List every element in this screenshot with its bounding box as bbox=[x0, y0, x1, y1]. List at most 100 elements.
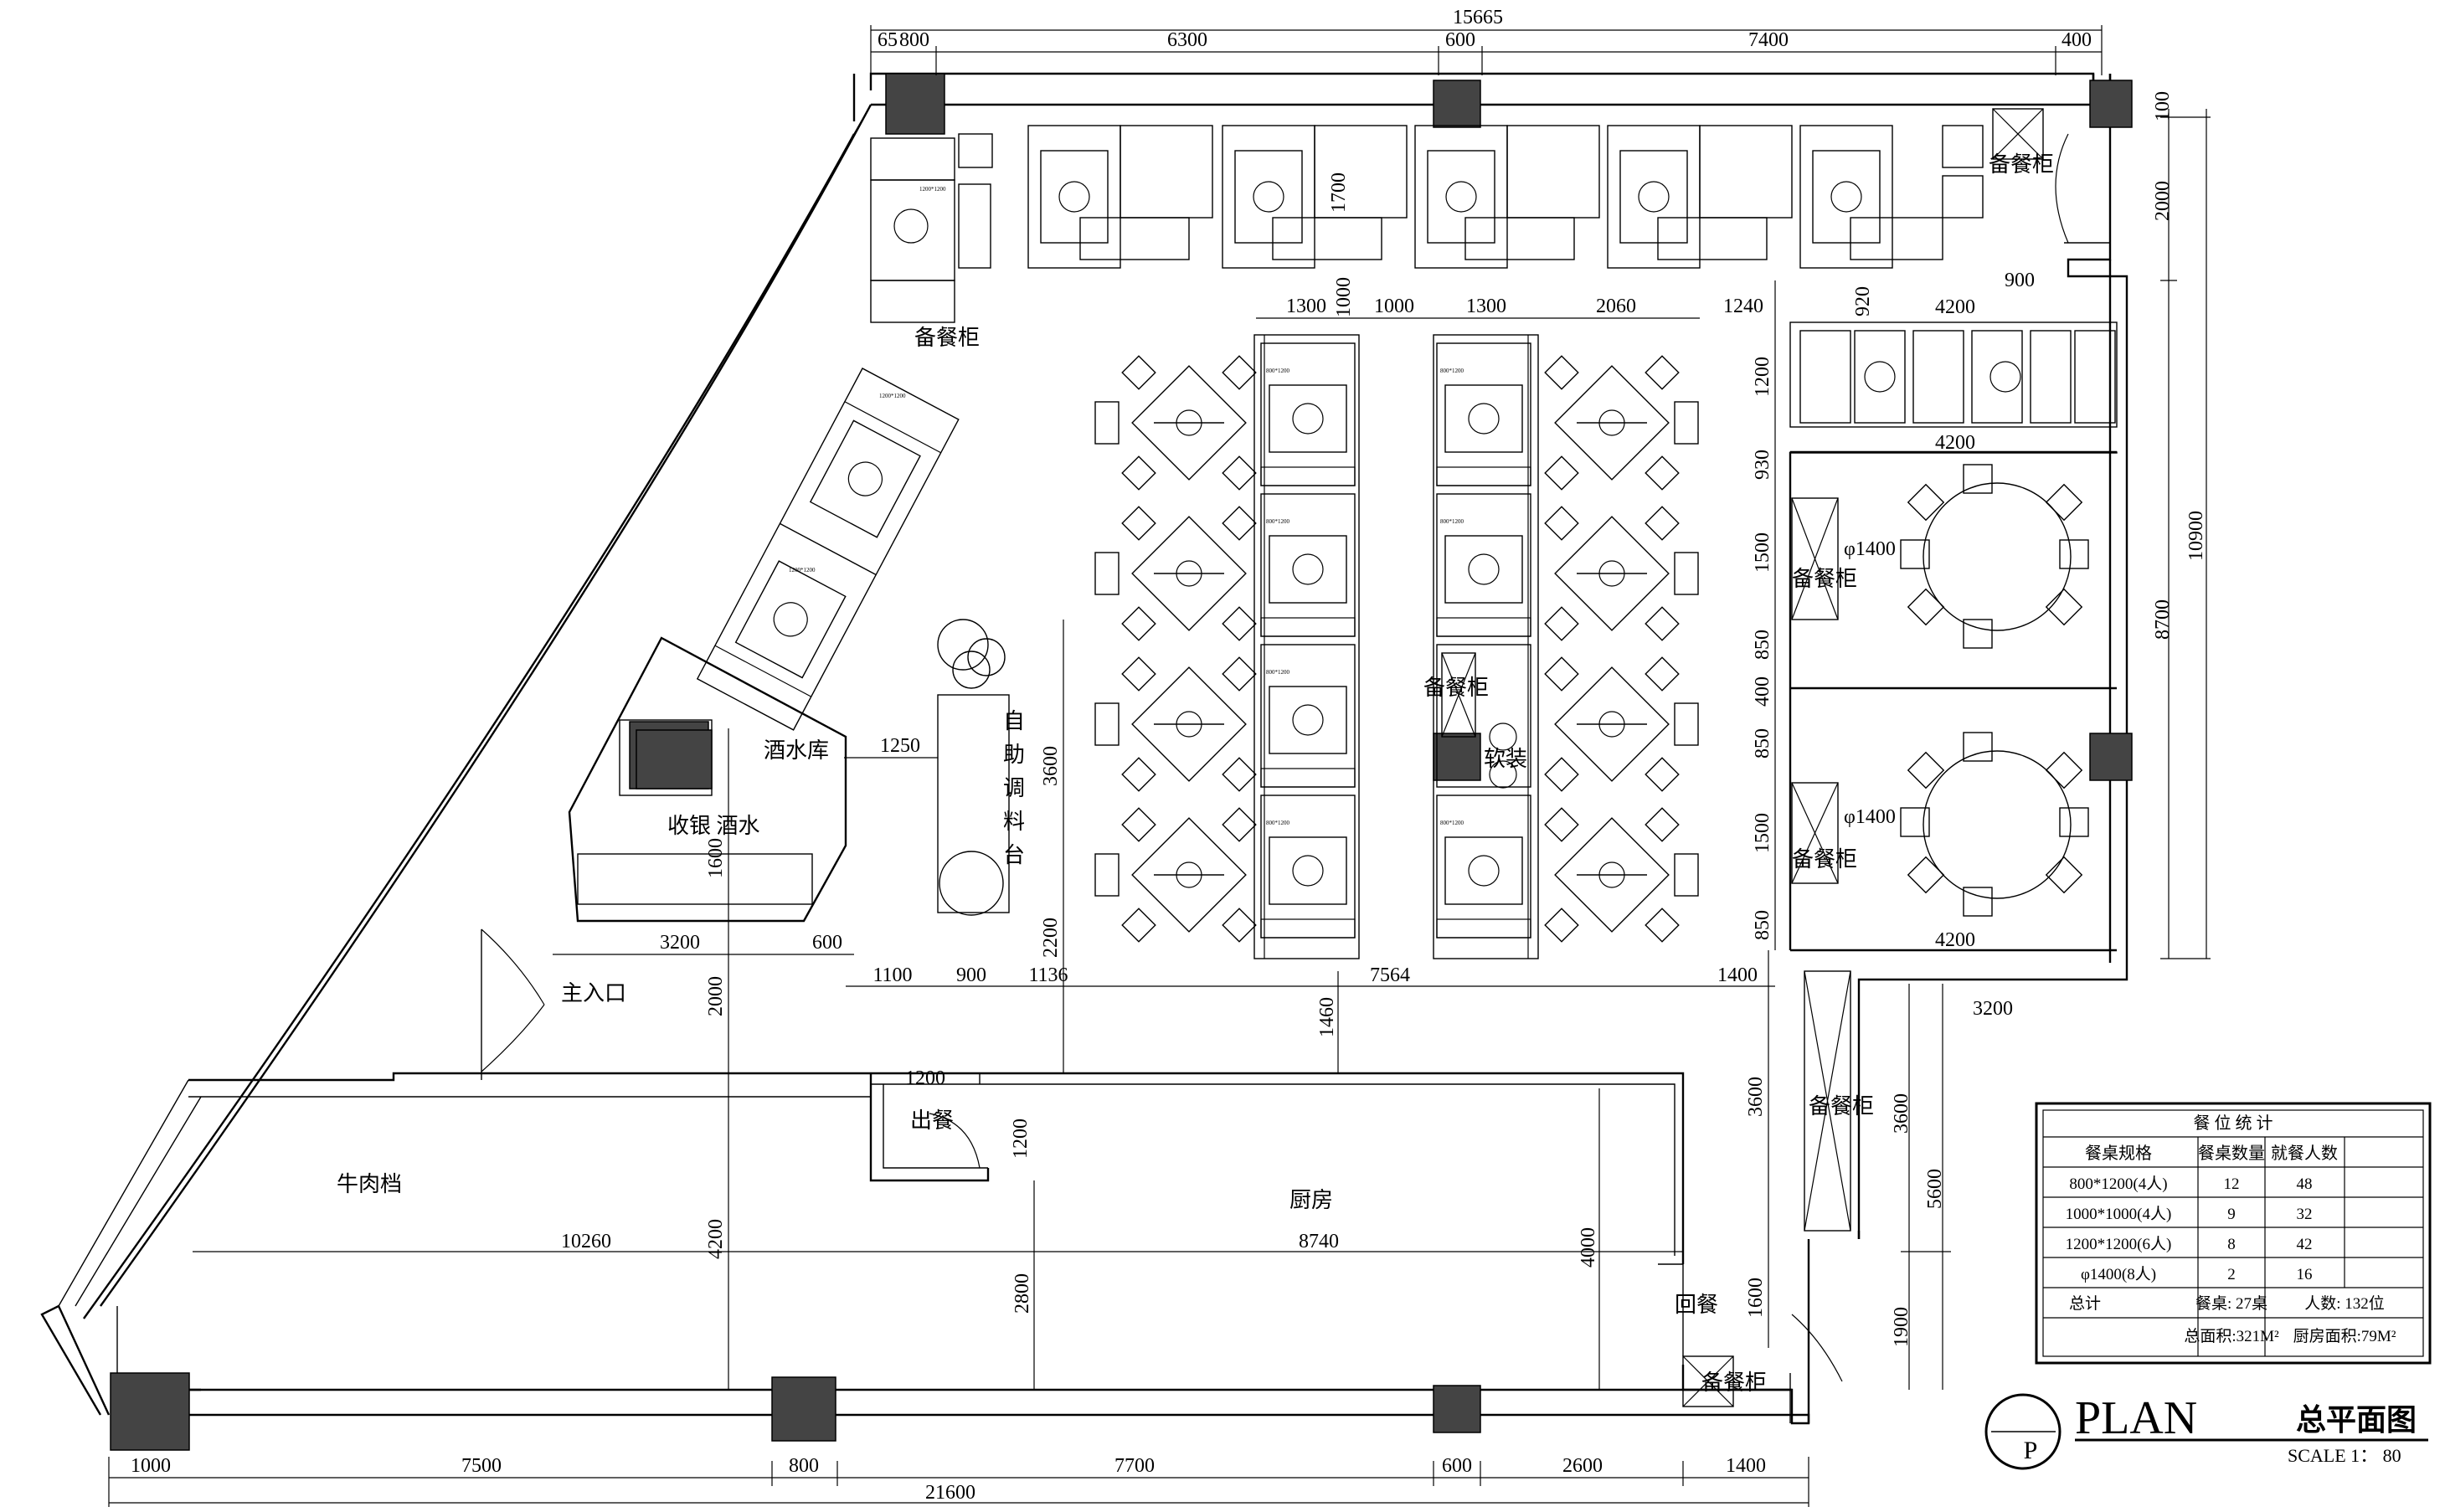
dim-4200a: 4200 bbox=[1935, 296, 1975, 318]
label-wine-store: 酒水库 bbox=[764, 738, 829, 763]
dim-2000m: 2000 bbox=[705, 976, 727, 1016]
seat-total-area: 总面积:321M² bbox=[2184, 1327, 2279, 1345]
private-rooms bbox=[1789, 450, 2118, 952]
outer-walls bbox=[40, 72, 2128, 1425]
entrance-door bbox=[481, 928, 545, 1080]
dim-4000: 4000 bbox=[1578, 1227, 1599, 1268]
label-sideboard-left: 备餐柜 bbox=[914, 326, 980, 350]
dim-d1400b: φ1400 bbox=[1844, 806, 1896, 828]
dim-850a: 850 bbox=[1752, 630, 1773, 660]
seat-row-4-diners: 16 bbox=[2297, 1266, 2313, 1283]
svg-text:800*1200: 800*1200 bbox=[1266, 820, 1290, 826]
svg-text:800*1200: 800*1200 bbox=[1440, 518, 1464, 525]
dimension-lines bbox=[108, 25, 2211, 1507]
dim-930: 930 bbox=[1752, 450, 1773, 480]
label-beef-stall: 牛肉档 bbox=[337, 1172, 402, 1196]
dim-right-5600: 5600 bbox=[1924, 1169, 1946, 1209]
dim-10260: 10260 bbox=[561, 1231, 611, 1252]
dimension-texts: 15665 65 800 6300 600 7400 400 1000 7500… bbox=[131, 7, 2207, 1504]
dim-right-1900: 1900 bbox=[1891, 1307, 1912, 1347]
dim-2060: 2060 bbox=[1596, 296, 1636, 317]
dim-1500b: 1500 bbox=[1752, 813, 1773, 853]
dim-1500a: 1500 bbox=[1752, 532, 1773, 573]
dim-1600: 1600 bbox=[705, 838, 727, 878]
diagonal-booths bbox=[696, 133, 993, 731]
dim-1200r: 1200 bbox=[1752, 357, 1773, 397]
dim-bottom-total: 21600 bbox=[925, 1482, 975, 1504]
svg-text:800*1200: 800*1200 bbox=[1266, 518, 1290, 525]
dim-top-600: 600 bbox=[1445, 29, 1475, 51]
dim-4200m: 4200 bbox=[705, 1219, 727, 1259]
dim-4200c: 4200 bbox=[1935, 929, 1975, 951]
label-sideboard-room1: 备餐柜 bbox=[1792, 567, 1857, 591]
seat-row-1-spec: 800*1200(4人) bbox=[2069, 1175, 2167, 1193]
dim-1100: 1100 bbox=[872, 964, 912, 986]
seat-total-label: 总计 bbox=[2069, 1294, 2101, 1313]
dim-1000v: 1000 bbox=[1333, 277, 1355, 317]
svg-text:800*1200: 800*1200 bbox=[1266, 669, 1290, 676]
label-soft-decor: 软装 bbox=[1484, 747, 1527, 771]
dim-1400b: 1400 bbox=[1717, 964, 1758, 986]
dim-bottom-2600: 2600 bbox=[1562, 1455, 1603, 1477]
label-buffet-5: 台 bbox=[1003, 843, 1025, 867]
seat-row-2-diners: 32 bbox=[2297, 1206, 2313, 1223]
dim-1460: 1460 bbox=[1316, 997, 1338, 1037]
dim-right-10900: 10900 bbox=[2185, 511, 2207, 561]
dim-2200: 2200 bbox=[1040, 918, 1062, 958]
diamond-tables-right bbox=[1544, 355, 1699, 943]
label-sideboard-bottom: 备餐柜 bbox=[1701, 1371, 1767, 1395]
dim-4200b: 4200 bbox=[1935, 432, 1975, 454]
dim-right-8700: 8700 bbox=[2152, 599, 2174, 640]
dim-850b: 850 bbox=[1752, 728, 1773, 759]
seat-row-4-count: 2 bbox=[2227, 1266, 2236, 1283]
dim-7564: 7564 bbox=[1370, 964, 1410, 986]
dim-1136: 1136 bbox=[1028, 964, 1068, 986]
dim-right-100: 100 bbox=[2152, 91, 2174, 121]
label-cashier: 收银 酒水 bbox=[667, 814, 760, 838]
seat-row-1-count: 12 bbox=[2224, 1175, 2240, 1193]
svg-text:1200*1200: 1200*1200 bbox=[879, 393, 906, 399]
dim-top-800: 800 bbox=[899, 29, 929, 51]
dim-920: 920 bbox=[1852, 286, 1874, 316]
room-labels: 备餐柜 备餐柜 备餐柜 备餐柜 备餐柜 备餐柜 备餐柜 酒水库 收银 酒水 主入… bbox=[337, 152, 2054, 1395]
plan-title-zh: 总平面图 bbox=[2296, 1403, 2417, 1437]
dim-top-400: 400 bbox=[2062, 29, 2092, 51]
label-kitchen: 厨房 bbox=[1289, 1188, 1333, 1212]
label-return: 回餐 bbox=[1675, 1293, 1718, 1317]
dim-900: 900 bbox=[956, 964, 986, 986]
dim-top-6300: 6300 bbox=[1167, 29, 1207, 51]
dim-1300a: 1300 bbox=[1286, 296, 1326, 317]
label-serve-out: 出餐 bbox=[910, 1108, 954, 1133]
dim-bottom-800: 800 bbox=[789, 1455, 819, 1477]
dim-top-7400: 7400 bbox=[1748, 29, 1789, 51]
plan-scale: SCALE 1： 80 bbox=[2288, 1445, 2401, 1466]
dim-top-total: 15665 bbox=[1453, 7, 1503, 28]
central-bench-left bbox=[1253, 334, 1360, 959]
seat-row-2-count: 9 bbox=[2227, 1206, 2236, 1223]
dim-3200r: 3200 bbox=[1973, 998, 2013, 1020]
round-chairs bbox=[1900, 464, 2089, 917]
seat-row-4-spec: φ1400(8人) bbox=[2081, 1265, 2156, 1283]
label-buffet-2: 助 bbox=[1003, 743, 1025, 767]
dim-bottom-600: 600 bbox=[1442, 1455, 1472, 1477]
seat-total-tables: 餐桌: 27桌 bbox=[2195, 1294, 2267, 1313]
label-buffet-1: 自 bbox=[1003, 709, 1025, 733]
dim-1200kv: 1200 bbox=[1010, 1119, 1032, 1159]
dim-400: 400 bbox=[1752, 676, 1773, 707]
dim-right-2000: 2000 bbox=[2152, 181, 2174, 221]
svg-text:800*1200: 800*1200 bbox=[1440, 368, 1464, 374]
dim-850c: 850 bbox=[1752, 910, 1773, 940]
table-size-labels: 1200*1200 1200*1200 1200*1200 800*1200 8… bbox=[789, 186, 1464, 826]
seat-row-1-diners: 48 bbox=[2297, 1175, 2313, 1193]
svg-text:1200*1200: 1200*1200 bbox=[789, 567, 816, 573]
dim-top-65: 65 bbox=[878, 29, 898, 51]
seat-row-2-spec: 1000*1000(4人) bbox=[2066, 1205, 2172, 1223]
dim-3600r: 3600 bbox=[1745, 1077, 1767, 1117]
dim-3600-buffet: 3600 bbox=[1040, 746, 1062, 786]
dim-bottom-7500: 7500 bbox=[461, 1455, 502, 1477]
dim-1300b: 1300 bbox=[1466, 296, 1506, 317]
dim-2800: 2800 bbox=[1011, 1273, 1033, 1314]
seat-row-3-diners: 42 bbox=[2297, 1236, 2313, 1253]
dim-bottom-1000: 1000 bbox=[131, 1455, 171, 1477]
